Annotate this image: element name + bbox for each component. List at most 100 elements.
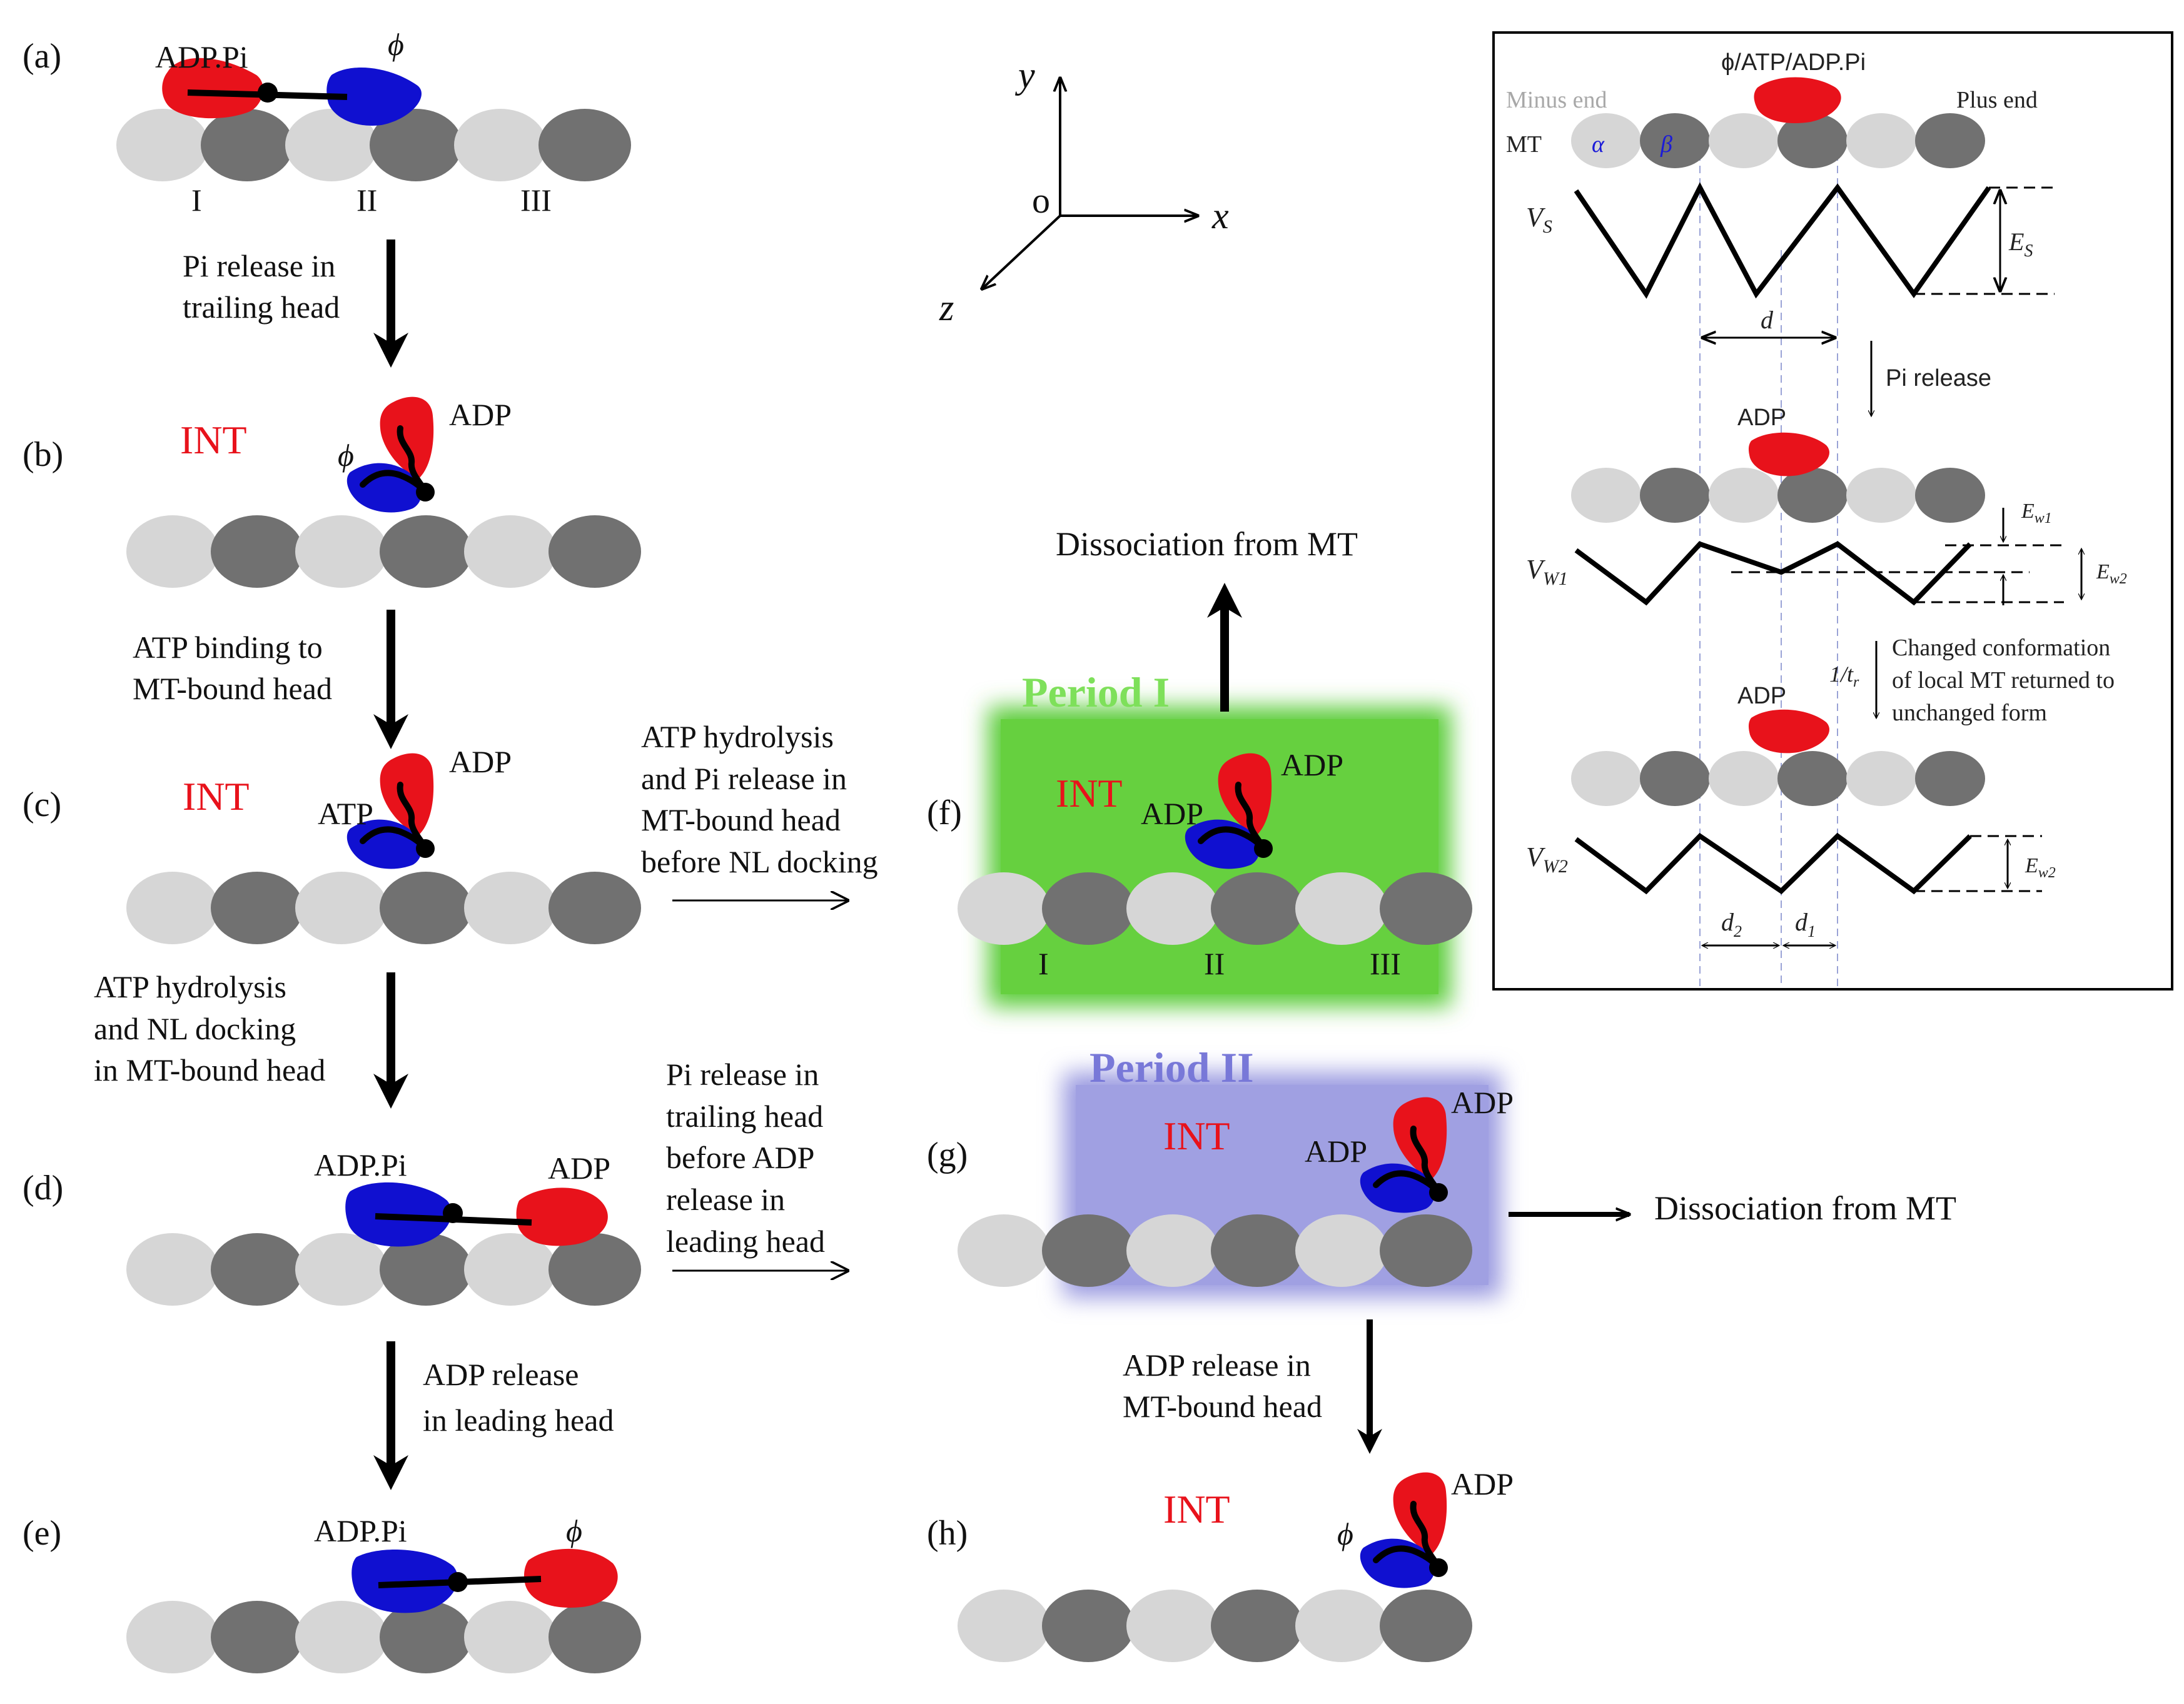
leading-head [523,1548,618,1608]
inset-d1: d [1795,908,1808,936]
period-2-label: Period II [1089,1044,1254,1091]
svg-text:Ew1: Ew1 [2021,500,2052,527]
inset-rate-sub: r [1853,674,1859,690]
inset-es-sub: S [2024,241,2033,261]
svg-text:Ew2: Ew2 [2096,560,2127,587]
panel-h-label: (h) [927,1514,968,1553]
site-I-f: I [1038,946,1049,981]
inset-mt: MT [1506,131,1542,158]
panel-d-left-state: ADP.Pi [314,1147,407,1182]
panel-c: (c) INT ATP ADP [23,744,641,944]
panel-c-head1: ATP [318,796,373,831]
panel-d-right-state: ADP [548,1151,610,1186]
svg-text:d2: d2 [1721,908,1742,940]
svg-text:d1: d1 [1795,908,1816,940]
inset-vs-sub: S [1543,216,1552,237]
dissociation-g: Dissociation from MT [1654,1189,1956,1227]
panel-g-head1: ADP [1305,1134,1367,1169]
panel-a: (a) ADP.Pi ϕ I II III [23,27,631,218]
site-III-a: III [520,183,552,218]
inset-beta: β [1660,131,1672,158]
inset-plus-end: Plus end [1956,87,2038,113]
trans-ab-line1: Pi release in [183,248,335,283]
dissociation-f: Dissociation from MT [1056,525,1358,563]
trans-cf-line4: before NL docking [641,844,878,879]
axis-z-label: z [939,287,954,328]
panel-e-label: (e) [23,1514,61,1553]
inset-vw1-sub: W1 [1543,568,1568,589]
inset-vs: V [1526,202,1546,233]
panel-g-label: (g) [927,1136,968,1174]
coordinate-axes: o y x z [939,54,1229,328]
inset-ew2b: E [2025,854,2038,877]
svg-text:Ew2: Ew2 [2025,854,2056,881]
panel-a-label: (a) [23,37,61,76]
panel-e: (e) ADP.Pi ϕ [23,1513,641,1673]
trans-gh-line1: ADP release in [1123,1348,1311,1383]
leading-head [516,1187,608,1246]
inset-es: E [2008,228,2024,256]
trans-dg-line3: before ADP [666,1140,814,1175]
trans-dg-line5: leading head [666,1224,825,1259]
axis-y-label: y [1014,54,1035,96]
trailing-head [162,58,263,119]
trans-cd-line2: and NL docking [94,1011,296,1046]
panel-c-head2: ADP [449,744,512,779]
site-III-f: III [1370,946,1401,981]
inset-changed-3: unchanged form [1892,700,2047,726]
trans-cd-line3: in MT-bound head [94,1052,325,1087]
inset-d2: d [1721,908,1734,936]
trans-de-line1: ADP release [423,1357,579,1392]
inset-d2-sub: 2 [1734,922,1742,940]
panel-f: Period I (f) INT ADP ADP I II III [927,668,1472,1007]
inset-changed-2: of local MT returned to [1892,667,2115,693]
panel-h: (h) INT ϕ ADP [927,1466,1514,1662]
panel-d: (d) ADP.Pi ADP [23,1147,641,1306]
trans-de-line2: in leading head [423,1403,614,1438]
panel-b-int: INT [180,418,247,462]
panel-a-left-state: ADP.Pi [155,39,248,74]
trans-dg-line2: trailing head [666,1099,823,1134]
site-I-a: I [191,183,202,218]
leading-head [326,68,422,126]
panel-c-int: INT [183,774,250,819]
panel-h-head1: ϕ [1337,1516,1353,1551]
inset-ew2: E [2096,560,2110,583]
trans-bc-line1: ATP binding to [133,630,323,665]
site-II-f: II [1204,946,1225,981]
trans-dg-line4: release in [666,1182,785,1217]
panel-e-left-state: ADP.Pi [314,1513,407,1548]
trans-cf-line1: ATP hydrolysis [641,719,834,754]
potential-inset: ϕ/ATP/ADP.Pi Minus end Plus end MT α β V… [1492,31,2173,991]
panel-a-right-state: ϕ [388,27,404,62]
trans-cd-line1: ATP hydrolysis [94,969,286,1004]
trans-bc-line2: MT-bound head [133,671,332,706]
trans-gh-line2: MT-bound head [1123,1389,1322,1424]
inset-top-state: ϕ/ATP/ADP.Pi [1721,49,1866,76]
trans-cf-line3: MT-bound head [641,802,841,837]
inset-minus-end: Minus end [1506,87,1607,113]
panel-d-label: (d) [23,1169,63,1207]
panel-f-head1: ADP [1141,796,1203,831]
inset-top-head [1754,77,1841,124]
panel-f-head2: ADP [1281,747,1343,782]
site-II-a: II [356,183,377,218]
panel-b: (b) INT ϕ ADP [23,397,641,588]
trans-dg-line1: Pi release in [666,1057,819,1092]
svg-text:ES: ES [2008,228,2033,261]
inset-ew1-sub: w1 [2035,510,2052,527]
inset-vw2-sub: W2 [1543,856,1568,877]
panel-b-label: (b) [23,435,63,474]
inset-adp-2: ADP [1737,683,1786,709]
panel-f-label: (f) [927,794,962,832]
svg-text:VW1: VW1 [1526,554,1568,589]
inset-ew2-sub: w2 [2110,571,2127,587]
inset-d1-sub: 1 [1807,922,1816,940]
inset-ew1: E [2021,500,2035,523]
inset-pi-release: Pi release [1886,365,1991,391]
inset-ew2b-sub: w2 [2038,865,2056,881]
axis-origin: o [1032,180,1050,221]
svg-text:VS: VS [1526,202,1552,237]
svg-text:1/tr: 1/tr [1829,662,1859,690]
